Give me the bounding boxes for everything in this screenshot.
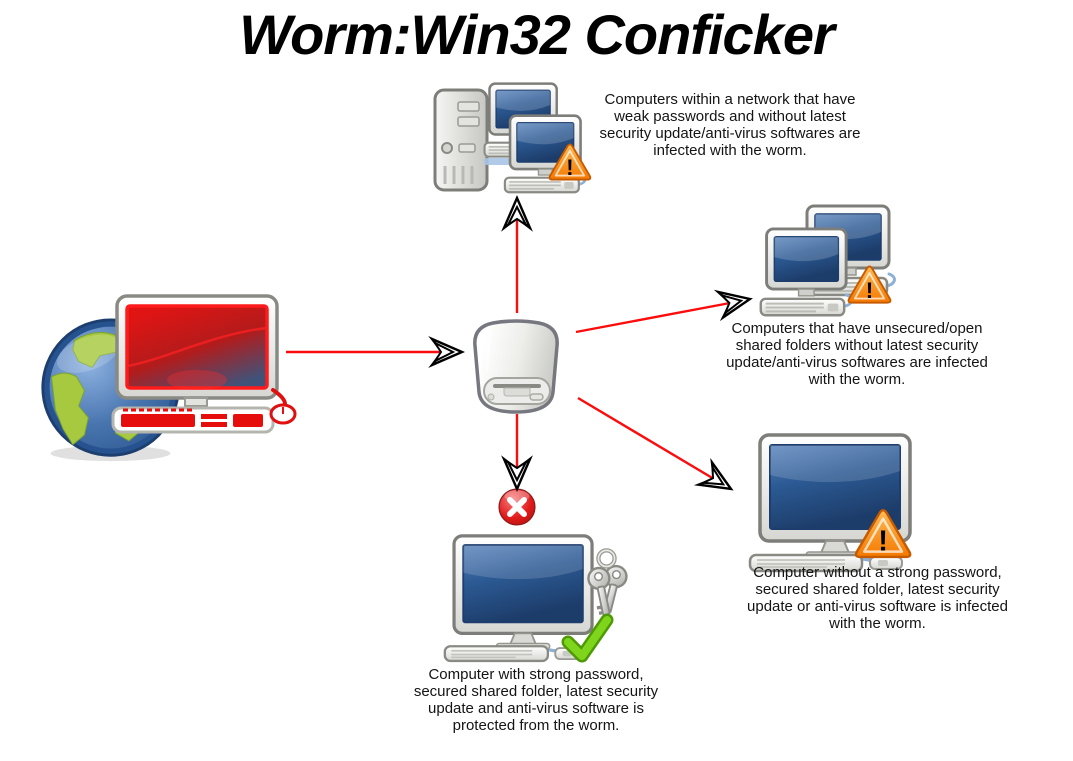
- caption-line: shared folders without latest security: [735, 337, 979, 354]
- deny-icon: [497, 487, 537, 527]
- removable-drive-icon: [473, 319, 559, 414]
- tower-icon: [433, 88, 489, 192]
- exclamation-glyph: !: [866, 278, 874, 303]
- node-shared-folder-computers: !: [755, 202, 910, 322]
- exclamation-glyph: !: [878, 526, 888, 558]
- caption-line: Computers within a network that have: [604, 91, 856, 108]
- warning-icon: !: [548, 143, 592, 181]
- caption-line: Computer without a strong password,: [753, 564, 1002, 581]
- caption-line: infected with the worm.: [653, 142, 807, 159]
- page-title: Worm:Win32 Conficker: [239, 3, 835, 66]
- arrowhead-icon: [697, 461, 739, 502]
- caption-line: security update/anti-virus softwares are: [599, 125, 861, 142]
- caption-line: update/anti-virus softwares are infected: [726, 354, 988, 371]
- caption-line: Computer with strong password,: [428, 666, 644, 683]
- arrowhead-icon: [502, 457, 532, 491]
- blocked-cross-icon: [499, 489, 535, 525]
- caption-line: Computers that have unsecured/open: [731, 320, 983, 337]
- arrowhead-icon: [716, 285, 754, 319]
- node-no-password-computer: !: [748, 433, 923, 573]
- caption-no-password: Computer without a strong password, secu…: [715, 564, 1040, 632]
- caption-line: update or anti-virus software is infecte…: [747, 598, 1008, 615]
- caption-protected: Computer with strong password, secured s…: [386, 666, 686, 734]
- caption-network-weak: Computers within a network that have wea…: [565, 91, 895, 159]
- node-network-computers: !: [428, 82, 596, 198]
- infected-computer-icon: [111, 294, 297, 434]
- exclamation-glyph: !: [566, 155, 573, 180]
- caption-line: with the worm.: [808, 371, 906, 388]
- caption-line: secured shared folder, latest security: [413, 683, 659, 700]
- node-hub-drive: [460, 318, 572, 417]
- caption-open-shares: Computers that have unsecured/open share…: [692, 320, 1022, 388]
- caption-line: with the worm.: [829, 615, 926, 632]
- warning-icon: !: [854, 508, 912, 559]
- node-internet-infected-source: [25, 288, 303, 464]
- caption-line: update and anti-virus software is: [428, 700, 644, 717]
- computer-icon: [759, 227, 853, 317]
- caption-line: weak passwords and without latest: [614, 108, 846, 125]
- caption-line: protected from the worm.: [452, 717, 620, 734]
- warning-icon: !: [847, 265, 892, 304]
- arrowhead-icon: [430, 337, 464, 367]
- caption-line: secured shared folder, latest security: [755, 581, 1000, 598]
- arrow-hub-to-nopassword: [577, 396, 715, 481]
- arrowhead-icon: [502, 196, 532, 230]
- node-protected-computer: [443, 534, 653, 666]
